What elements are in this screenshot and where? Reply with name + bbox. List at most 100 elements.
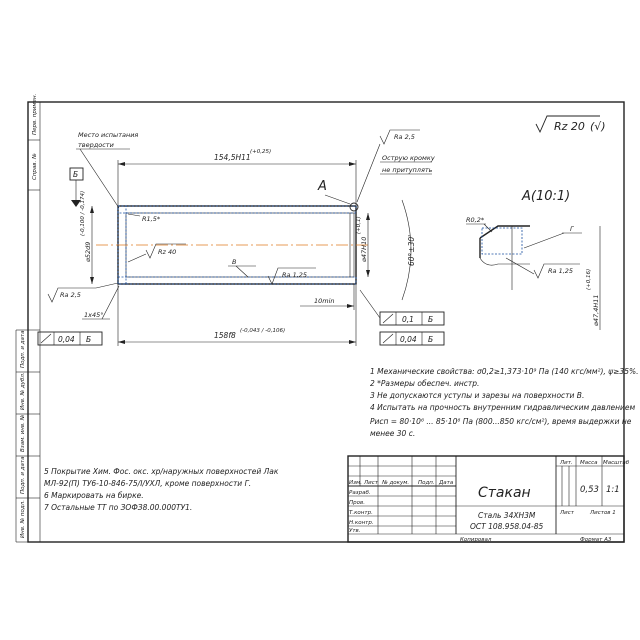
tolerance-frame-right-top: 0,1 Б: [359, 289, 445, 326]
note-line: МЛ-92(П) ТУ6-10-846-75/I/УХЛ, кроме пове…: [44, 479, 251, 488]
tol-right-bottom-value: 0,04: [400, 335, 417, 344]
dim-dia-inner-value: ⌀47H10: [360, 237, 368, 262]
note-line: 5 Покрытие Хим. Фос. окс. хр/наружных по…: [44, 467, 279, 476]
general-roughness-extra: (√): [590, 120, 606, 133]
tb-mass: 0,53: [580, 485, 599, 495]
left-strip: Перв. примен. Справ. № Подп. и дата Инв.…: [15, 93, 41, 543]
ra25-left-mark: Ra 2,5: [47, 282, 119, 303]
tb-tkontr: Т.контр.: [349, 510, 373, 516]
drawing-frame: [27, 101, 625, 543]
ra25-top-value: Ra 2,5: [394, 133, 415, 141]
tb-sheet: Лист: [559, 510, 575, 516]
notes-left: 5 Покрытие Хим. Фос. окс. хр/наружных по…: [44, 467, 279, 512]
note-line: 7 Остальные ТТ по ЗОФЗ8.00.000ТУ1.: [44, 503, 192, 512]
strip-label: Инв. № дубл.: [20, 372, 26, 410]
tolerance-frame-left: 0,04 Б: [37, 331, 103, 346]
tb-sheets: Листов 1: [589, 510, 616, 516]
surface-g-label: Г: [570, 225, 575, 233]
detail-a-view: R0,2* Г Ra 1,25 ⌀47,4H11 (+0,16): [466, 216, 601, 330]
detail-radius-label: R0,2*: [466, 216, 485, 224]
dim-angle-value: 60°±30': [407, 235, 416, 266]
strip-label: Взам. инв. №: [20, 414, 26, 452]
tol-right-bottom-datum: Б: [428, 335, 433, 344]
tb-razrab: Разраб.: [349, 490, 371, 496]
datum-b-label: Б: [73, 170, 78, 179]
ra25-left-value: Ra 2,5: [60, 291, 81, 299]
hardness-place: Место испытания твердости: [76, 131, 138, 209]
tol-right-top-value: 0,1: [402, 315, 414, 324]
dim-dia-inner: ⌀47H10 (+0,1): [356, 213, 370, 277]
tol-left-value: 0,04: [58, 335, 75, 344]
tol-right-top-datum: Б: [428, 315, 433, 324]
notes-right: 1 Механические свойства: σ0,2≥1,373·10⁹ …: [370, 367, 638, 438]
top-wall-hatch: [117, 205, 357, 214]
dim-10min: 10min: [300, 284, 355, 310]
note-line: 4 Испытать на прочность внутренним гидра…: [370, 403, 636, 412]
tol-left-datum: Б: [86, 335, 91, 344]
tb-list: Лист: [363, 480, 379, 486]
detail-a-marker: [349, 202, 359, 212]
sharp-edge-note: Ra 2,5 Острую кромку не притуплять: [356, 129, 435, 203]
strip-label: Перв. примен.: [32, 93, 38, 135]
surface-v-label: В: [232, 258, 237, 266]
sharp-edge-line2: не притуплять: [382, 166, 433, 174]
note-line: 3 Не допускаются уступы и зарезы на пове…: [370, 391, 584, 400]
tolerance-frame-right-bottom: 0,04 Б: [379, 331, 445, 346]
dim-length-top-value: 154,5H11: [214, 153, 251, 162]
title-block: Изм. Лист № докум. Подп. Дата Разраб. Пр…: [347, 455, 630, 543]
dim-length-bottom-tol: (-0,043 / -0,106): [240, 328, 285, 334]
note-line: менее 30 с.: [370, 429, 415, 438]
sleeve-section: [96, 202, 368, 285]
radius-15: R1,5*: [142, 215, 161, 223]
rz40-mark: Rz 40: [127, 243, 186, 263]
note-line: 1 Механические свойства: σ0,2≥1,373·10⁹ …: [370, 367, 638, 376]
strip-label: Подп. и дата: [20, 456, 26, 494]
general-roughness: Rz 20 (√): [535, 115, 606, 134]
detail-dia-value: ⌀47,4H11: [592, 294, 600, 326]
dim-dia-inner-tol: (+0,1): [356, 216, 362, 234]
tb-date: Дата: [438, 480, 454, 486]
strip-label: Подп. и дата: [20, 330, 26, 368]
dim-length-top-tol: (+0,25): [250, 149, 271, 155]
strip-label: Инв. № подл.: [20, 500, 26, 538]
detail-a-title: А(10:1): [521, 189, 570, 204]
tb-nkontr: Н.контр.: [349, 520, 374, 526]
dim-dia-left-value: ⌀52d9: [84, 242, 92, 262]
bottom-wall-hatch: [117, 276, 357, 285]
detail-ra-value: Ra 1,25: [548, 267, 573, 275]
dim-angle: 60°±30': [401, 199, 416, 301]
tb-utv: Утв.: [349, 528, 361, 534]
hardness-place-line1: Место испытания: [78, 131, 138, 139]
note-line: 2 *Размеры обеспеч. инстр.: [370, 379, 479, 388]
tb-mass-head: Масса: [580, 460, 598, 466]
tb-prov: Пров.: [349, 500, 365, 506]
note-line: 6 Маркировать на бирке.: [44, 491, 144, 500]
tb-izm: Изм.: [349, 480, 362, 486]
dim-10min-value: 10min: [314, 297, 335, 305]
dim-length-top: 154,5H11 (+0,25): [117, 149, 357, 205]
general-roughness-value: Rz 20: [554, 120, 585, 133]
rz40-value: Rz 40: [158, 248, 176, 256]
datum-b-marker: Б: [69, 167, 84, 207]
note-line: Pисп = 80·10⁶ ... 85·10⁶ Па (800...850 к…: [370, 417, 632, 426]
ra125-main-mark: Ra 1,25: [267, 267, 316, 285]
tb-scale-head: Масштаб: [603, 460, 630, 466]
tb-copied: Копировал: [460, 537, 492, 543]
tb-material-1: Сталь 34ХН3М: [478, 511, 536, 520]
tb-sign: Подп.: [418, 480, 435, 486]
detail-dia-tol: (+0,16): [586, 269, 592, 290]
dim-dia-left: ⌀52d9 (-0,100 / -0,174): [80, 191, 94, 284]
tb-scale: 1:1: [606, 485, 620, 495]
tb-part-name: Стакан: [478, 485, 531, 501]
hardness-place-line2: твердости: [78, 141, 114, 149]
tb-doc: № докум.: [381, 480, 409, 486]
tb-material-2: ОСТ 108.958.04-85: [470, 522, 544, 531]
tb-format: Формат А3: [580, 537, 612, 543]
dim-dia-left-tol: (-0,100 / -0,174): [80, 191, 86, 236]
tb-lit: Лит.: [559, 460, 573, 466]
sharp-edge-line1: Острую кромку: [382, 154, 435, 162]
ra125-main-value: Ra 1,25: [282, 271, 307, 279]
chamfer-label: 1x45°: [84, 311, 104, 319]
dim-length-bottom: 158f8 (-0,043 / -0,106): [117, 285, 357, 346]
